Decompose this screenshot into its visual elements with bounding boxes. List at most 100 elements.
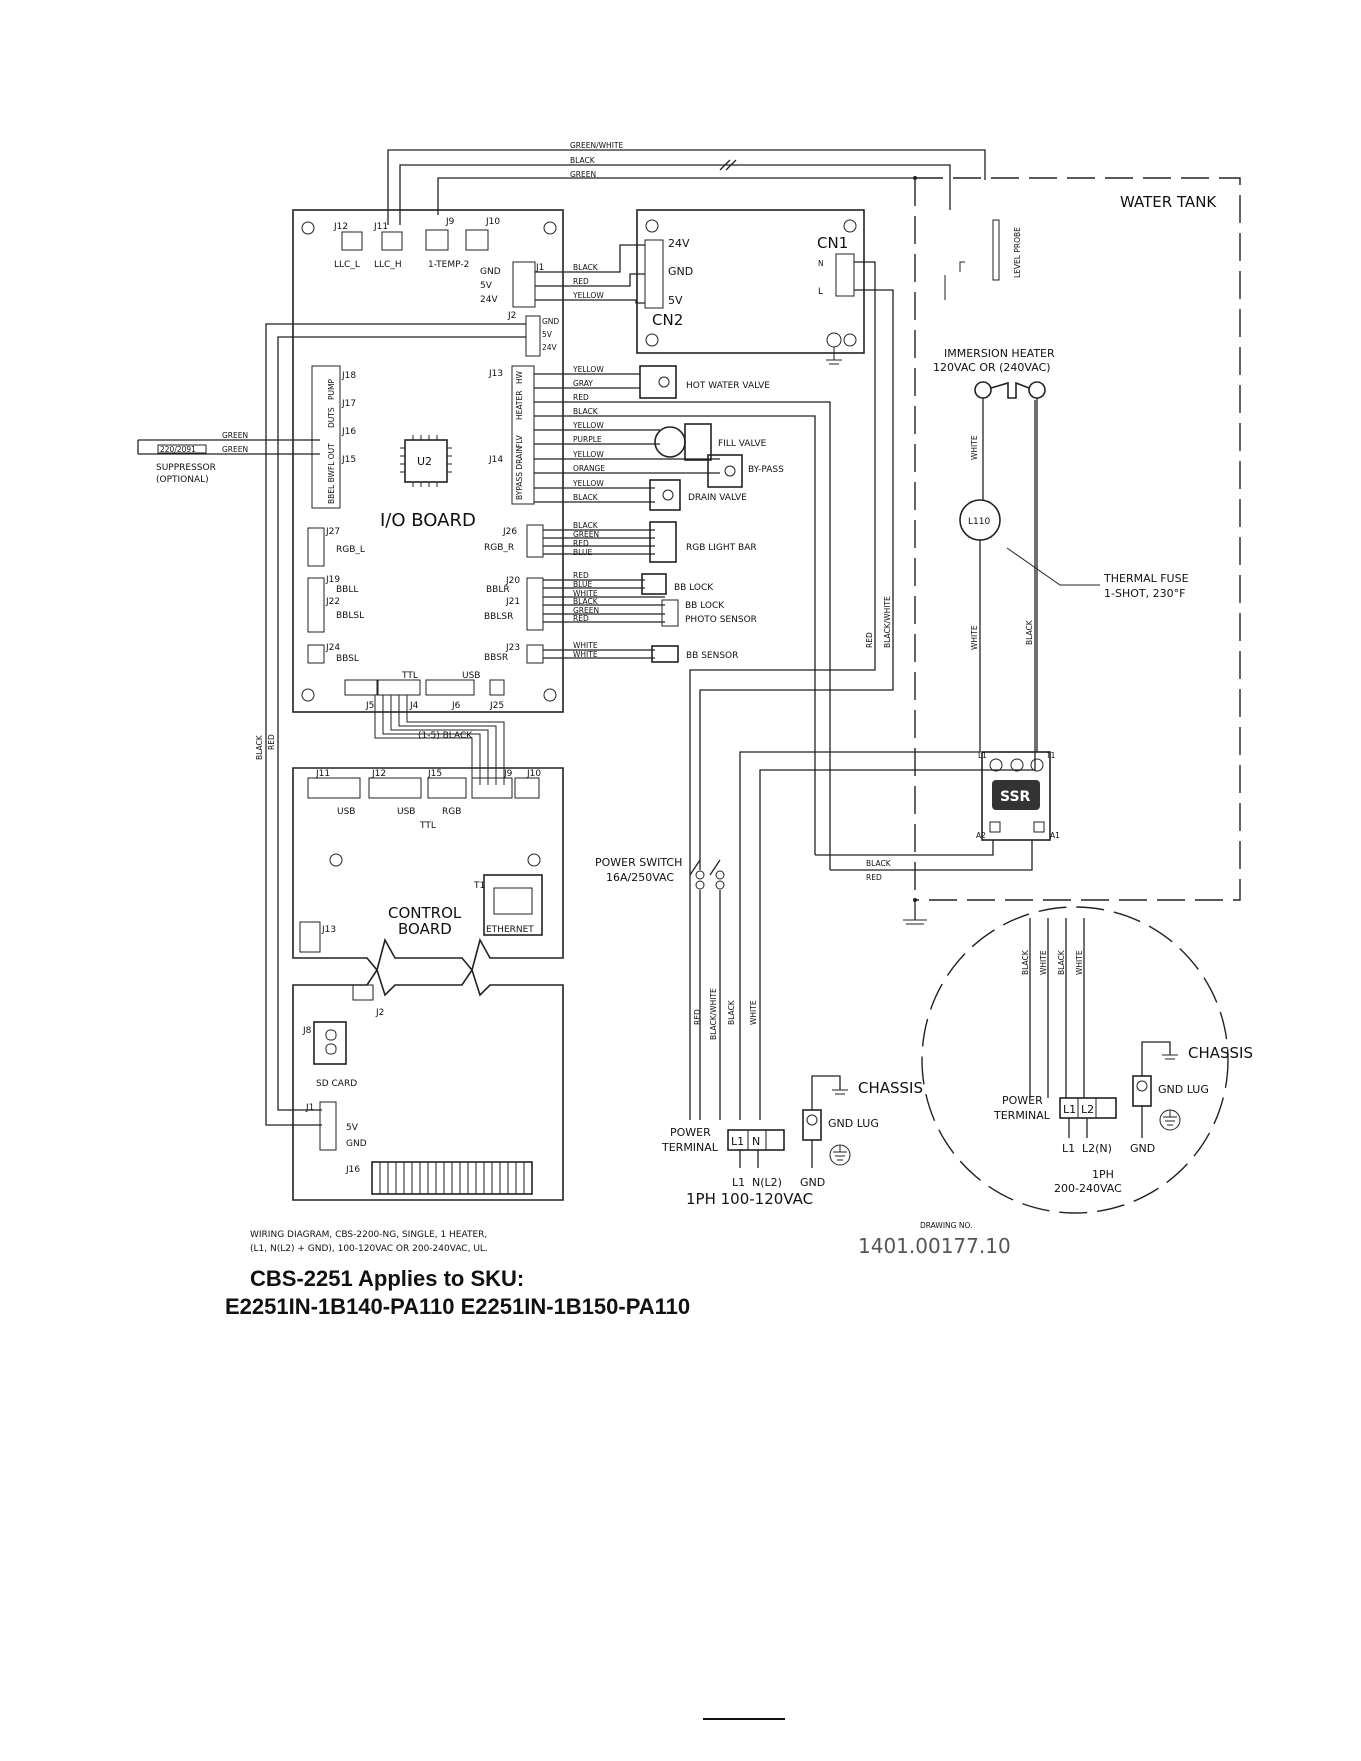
- svg-text:BYPASS DRAIN: BYPASS DRAIN: [515, 446, 524, 500]
- svg-text:L: L: [818, 287, 823, 297]
- svg-text:TTL: TTL: [419, 821, 436, 831]
- svg-text:220/2091: 220/2091: [160, 445, 196, 454]
- tank-ground-icon: [903, 919, 927, 925]
- io-board-title: I/O BOARD: [380, 510, 476, 531]
- svg-text:HW: HW: [515, 370, 524, 384]
- svg-text:GREEN: GREEN: [573, 606, 599, 615]
- svg-text:RED: RED: [573, 277, 589, 286]
- svg-text:WHITE: WHITE: [573, 641, 598, 650]
- svg-text:J15: J15: [427, 769, 442, 779]
- svg-text:BLACK: BLACK: [866, 859, 892, 868]
- power-terminal-120: RED BLACK/WHITE BLACK WHITE L1 N POWER T…: [661, 890, 825, 1208]
- svg-text:BLACK: BLACK: [573, 597, 599, 606]
- svg-text:J13: J13: [488, 369, 503, 379]
- lower-board: J2 J8 SD CARD J1 5V GND J16: [292, 968, 564, 1201]
- svg-text:5V: 5V: [480, 281, 493, 291]
- svg-text:RED: RED: [267, 734, 276, 750]
- power-switch: POWER SWITCH 16A/250VAC: [595, 856, 725, 890]
- page-mark: [703, 1718, 785, 1720]
- svg-text:1PH: 1PH: [1092, 1168, 1114, 1181]
- svg-text:J9: J9: [503, 769, 513, 779]
- inset-chassis-ground-icon: [1162, 1054, 1178, 1060]
- thermal-fuse-icon: [959, 499, 1001, 541]
- svg-text:GREEN: GREEN: [222, 445, 248, 454]
- svg-text:J15: J15: [341, 455, 356, 465]
- svg-text:J13: J13: [321, 925, 336, 935]
- svg-text:L1: L1: [1062, 1142, 1075, 1155]
- svg-text:BLACK: BLACK: [573, 493, 599, 502]
- svg-text:J21: J21: [505, 597, 520, 607]
- svg-text:RED: RED: [573, 393, 589, 402]
- sku-caption: CBS-2251 Applies to SKU: E2251IN-1B140-P…: [225, 1265, 690, 1321]
- svg-text:RED: RED: [693, 1009, 702, 1025]
- svg-text:BLACK/WHITE: BLACK/WHITE: [709, 988, 718, 1040]
- svg-text:J16: J16: [341, 427, 356, 437]
- svg-text:16A/250VAC: 16A/250VAC: [606, 871, 674, 884]
- svg-text:THERMAL FUSE: THERMAL FUSE: [1103, 572, 1189, 585]
- svg-text:FLV: FLV: [515, 434, 524, 448]
- svg-text:BLACK: BLACK: [573, 521, 599, 530]
- svg-text:CN1: CN1: [817, 234, 848, 252]
- wire-label-green-white: GREEN/WHITE: [570, 141, 623, 150]
- svg-text:24V: 24V: [480, 295, 498, 305]
- svg-text:TERMINAL: TERMINAL: [661, 1141, 719, 1154]
- ssr-relay: SSR L1 T1 A2 A1: [976, 751, 1060, 841]
- control-board: J11 J12 J15 J9 J10 USB USB RGB TTL CONTR…: [292, 767, 564, 972]
- svg-text:J27: J27: [325, 527, 340, 537]
- svg-text:5V: 5V: [542, 330, 553, 339]
- wire-label-green: GREEN: [570, 170, 596, 179]
- ribbon-cable: (1-5) BLACK: [374, 695, 505, 785]
- svg-text:CN2: CN2: [652, 311, 683, 329]
- svg-text:BLACK: BLACK: [1021, 949, 1030, 975]
- llc-h-label: LLC_H: [374, 260, 402, 270]
- svg-text:J22: J22: [325, 597, 340, 607]
- svg-text:RED: RED: [573, 614, 589, 623]
- svg-text:200-240VAC: 200-240VAC: [1054, 1182, 1122, 1195]
- svg-text:J23: J23: [505, 643, 520, 653]
- j11-label: J11: [373, 222, 388, 232]
- svg-text:IMMERSION HEATER: IMMERSION HEATER: [944, 347, 1055, 360]
- drawing-number: 1401.00177.10: [858, 1234, 1011, 1258]
- svg-text:BLUE: BLUE: [573, 580, 592, 589]
- svg-text:J25: J25: [489, 701, 504, 711]
- svg-text:WHITE: WHITE: [970, 435, 979, 460]
- svg-text:HEATER: HEATER: [515, 391, 524, 420]
- svg-text:BBLR: BBLR: [486, 585, 510, 595]
- water-tank: WATER TANK LEVEL PROBE: [903, 176, 1241, 925]
- side-wires: BLACK RED RED BLACK/WHITE WHITE BLACK WH…: [255, 261, 1036, 1126]
- llc-l-label: LLC_L: [334, 260, 360, 270]
- svg-text:L110: L110: [968, 517, 990, 527]
- svg-text:RGB_R: RGB_R: [484, 543, 514, 553]
- svg-text:BOARD: BOARD: [398, 920, 452, 938]
- svg-text:WHITE: WHITE: [749, 1000, 758, 1025]
- svg-text:J11: J11: [315, 769, 330, 779]
- drawing-footer: WIRING DIAGRAM, CBS-2200-NG, SINGLE, 1 H…: [250, 1221, 1011, 1258]
- svg-text:T1: T1: [1045, 751, 1056, 760]
- sd-card-icon: [313, 1021, 347, 1065]
- svg-text:BLACK: BLACK: [573, 407, 599, 416]
- svg-text:U2: U2: [417, 455, 432, 468]
- svg-text:GREEN: GREEN: [573, 530, 599, 539]
- svg-text:J19: J19: [325, 575, 340, 585]
- svg-text:RGB: RGB: [442, 807, 461, 817]
- svg-text:USB: USB: [462, 671, 480, 681]
- svg-text:J17: J17: [341, 399, 356, 409]
- u2-chip: U2: [400, 435, 452, 487]
- svg-text:BBSL: BBSL: [336, 654, 359, 664]
- svg-text:L2(N): L2(N): [1082, 1142, 1112, 1155]
- svg-text:GND LUG: GND LUG: [828, 1117, 879, 1130]
- level-probe-label: LEVEL PROBE: [1013, 227, 1022, 278]
- svg-text:J16: J16: [345, 1165, 360, 1175]
- svg-text:YELLOW: YELLOW: [572, 479, 604, 488]
- svg-text:BBLSR: BBLSR: [484, 612, 513, 622]
- svg-text:DUTS: DUTS: [327, 407, 336, 428]
- svg-text:BLACK: BLACK: [1025, 619, 1034, 645]
- svg-text:BB SENSOR: BB SENSOR: [686, 651, 738, 661]
- svg-text:L1: L1: [978, 751, 987, 760]
- svg-text:J26: J26: [502, 527, 517, 537]
- svg-text:(OPTIONAL): (OPTIONAL): [156, 475, 209, 485]
- svg-text:GND: GND: [480, 267, 501, 277]
- svg-text:YELLOW: YELLOW: [572, 365, 604, 374]
- component-wires: YELLOW GRAY HOT WATER VALVE RED BLACK YE…: [534, 365, 831, 870]
- svg-text:RGB_L: RGB_L: [336, 545, 365, 555]
